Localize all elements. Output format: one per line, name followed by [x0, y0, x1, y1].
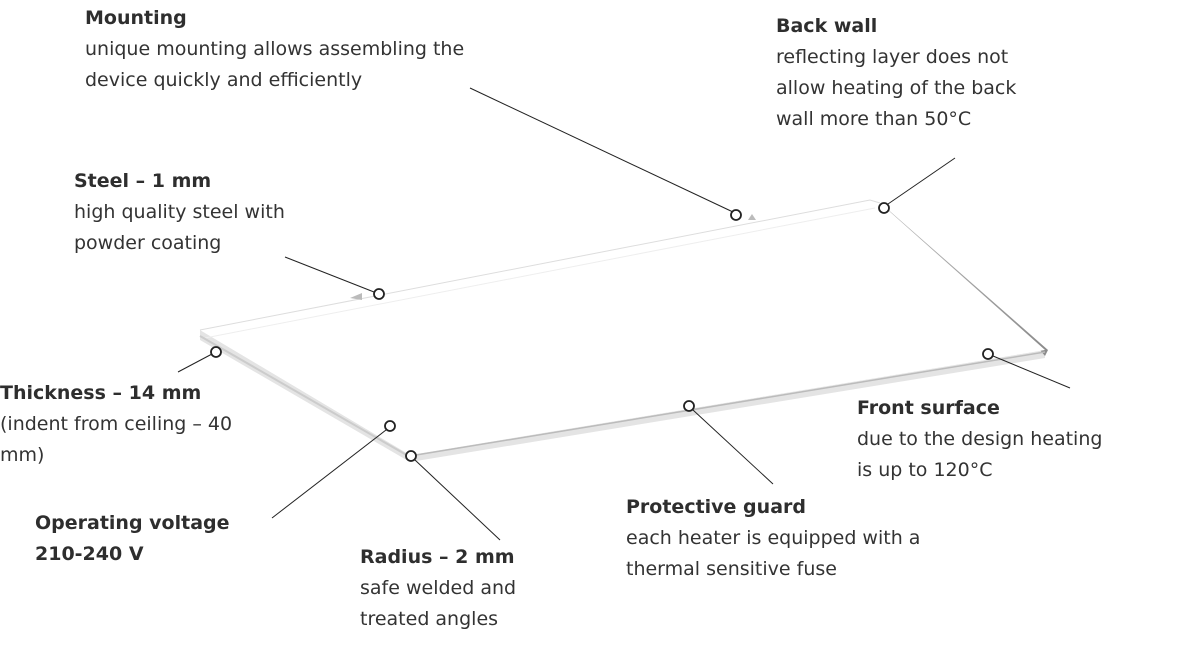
heater-panel	[199, 199, 1048, 462]
front-leader	[992, 355, 1071, 389]
callout-steel: Steel – 1 mm high quality steel with pow…	[74, 166, 285, 259]
callout-text: high quality steel with	[74, 201, 285, 223]
callout-text: wall more than 50°C	[776, 108, 972, 130]
steel-leader	[284, 256, 375, 293]
callout-text: device quickly and efficiently	[85, 69, 363, 91]
callout-text: 210-240 V	[35, 543, 144, 565]
callout-title: Back wall	[776, 15, 878, 37]
callout-front-surface: Front surface due to the design heating …	[857, 393, 1102, 486]
guard-marker	[683, 400, 695, 412]
callout-voltage: Operating voltage 210-240 V	[35, 508, 230, 570]
callout-text: thermal sensitive fuse	[626, 558, 837, 580]
front-marker	[982, 348, 994, 360]
callout-text: allow heating of the back	[776, 77, 1017, 99]
back-wall-leader	[887, 157, 956, 205]
callout-text: mm)	[0, 444, 45, 466]
voltage-leader	[271, 429, 387, 519]
thickness-marker	[210, 346, 222, 358]
thickness-leader	[177, 353, 213, 373]
callout-title: Protective guard	[626, 496, 806, 518]
steel-marker	[373, 288, 385, 300]
guard-leader	[692, 409, 774, 485]
callout-text: safe welded and	[360, 577, 517, 599]
radius-leader	[414, 459, 501, 541]
callout-text: is up to 120°C	[857, 459, 993, 481]
callout-title: Radius – 2 mm	[360, 546, 515, 568]
callout-text: (indent from ceiling – 40	[0, 413, 233, 435]
callout-radius: Radius – 2 mm safe welded and treated an…	[360, 542, 516, 635]
mounting-leader	[469, 87, 734, 213]
callout-title: Mounting	[85, 7, 187, 29]
callout-text: each heater is equipped with a	[626, 527, 921, 549]
callout-text: due to the design heating	[857, 428, 1103, 450]
callout-mounting: Mounting unique mounting allows assembli…	[85, 3, 464, 96]
callout-title: Thickness – 14 mm	[0, 382, 202, 404]
callout-text: unique mounting allows assembling the	[85, 38, 465, 60]
callout-title: Steel – 1 mm	[74, 170, 212, 192]
callout-protective-guard: Protective guard each heater is equipped…	[626, 492, 920, 585]
callout-back-wall: Back wall reflecting layer does not allo…	[776, 11, 1016, 135]
callout-text: reflecting layer does not	[776, 46, 1009, 68]
back-wall-marker	[878, 202, 890, 214]
callout-text: treated angles	[360, 608, 499, 630]
callout-text: powder coating	[74, 232, 222, 254]
callout-title: Front surface	[857, 397, 1000, 419]
callout-title: Operating voltage	[35, 512, 230, 534]
radius-marker	[405, 450, 417, 462]
voltage-marker	[384, 420, 396, 432]
callout-thickness: Thickness – 14 mm (indent from ceiling –…	[0, 378, 232, 471]
mounting-marker	[730, 209, 742, 221]
